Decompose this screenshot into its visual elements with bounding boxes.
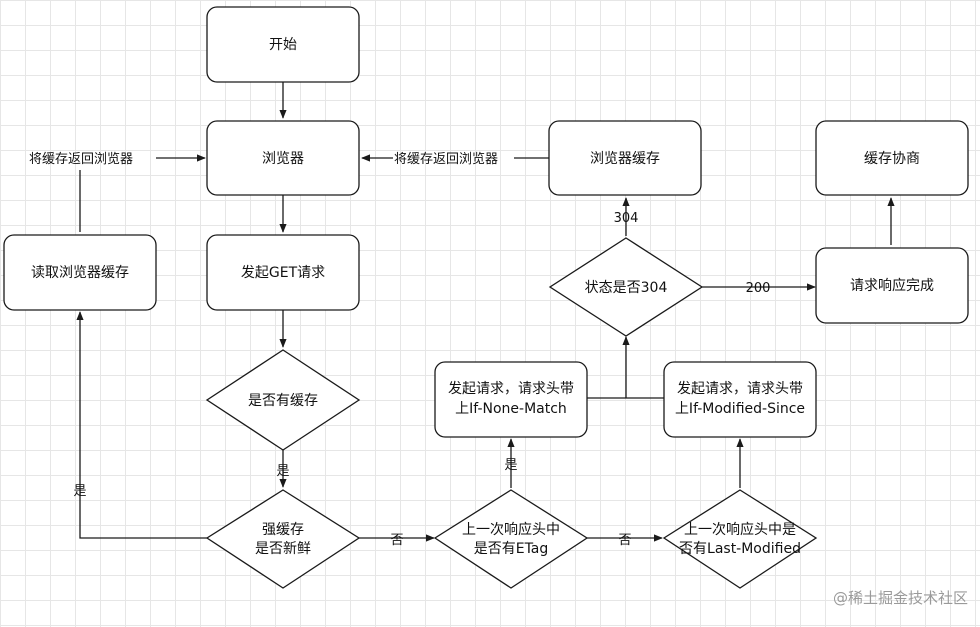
node-browser-cache-label: 浏览器缓存: [590, 151, 660, 167]
node-has-cache: 是否有缓存: [205, 349, 361, 451]
edge-label-hascache-yes: 是: [276, 464, 289, 479]
node-etag-question-line1: 上一次响应头中: [462, 521, 560, 538]
node-req-inm-line1: 发起请求，请求头带: [448, 381, 574, 397]
edge-label-200: 200: [746, 281, 771, 296]
node-read-cache: 读取浏览器缓存: [3, 234, 157, 311]
node-has-cache-label: 是否有缓存: [248, 393, 318, 409]
edge-fresh-to-readcache: [76, 311, 207, 539]
edge-label-fresh-no: 否: [390, 533, 403, 548]
node-strong-fresh-line2: 是否新鲜: [255, 541, 311, 557]
edge-label-return-left: 将缓存返回浏览器: [29, 151, 133, 167]
node-start: 开始: [206, 6, 360, 83]
watermark: @稀土掘金技术社区: [833, 589, 968, 607]
node-req-inm-line2: 上If-None-Match: [455, 401, 567, 417]
node-etag-question: 上一次响应头中 是否有ETag: [433, 489, 589, 589]
node-read-cache-label: 读取浏览器缓存: [31, 264, 129, 281]
edge-labels: 将缓存返回浏览器 将缓存返回浏览器 是 是 否 是 否 304 200: [29, 151, 770, 548]
node-browser-cache: 浏览器缓存: [548, 120, 702, 196]
connectors: [76, 82, 895, 542]
node-status-304: 状态是否304: [548, 237, 704, 337]
node-response-done-label: 请求响应完成: [850, 277, 934, 294]
node-browser-label: 浏览器: [262, 151, 304, 167]
node-lm-question-line1: 上一次响应头中是: [684, 521, 796, 538]
node-req-ims-line2: 上If-Modified-Since: [675, 401, 805, 417]
edge-label-return-right: 将缓存返回浏览器: [394, 151, 498, 167]
node-negotiate: 缓存协商: [815, 120, 969, 196]
edge-label-fresh-yes: 是: [73, 484, 86, 499]
node-negotiate-label: 缓存协商: [864, 151, 920, 167]
node-send-get: 发起GET请求: [206, 234, 360, 311]
node-req-if-modified-since: 发起请求，请求头带 上If-Modified-Since: [663, 361, 817, 438]
node-response-done: 请求响应完成: [815, 247, 969, 324]
node-strong-fresh: 强缓存 是否新鲜: [205, 489, 361, 589]
node-req-if-none-match: 发起请求，请求头带 上If-None-Match: [434, 361, 588, 438]
node-status-304-label: 状态是否304: [585, 280, 668, 296]
edge-label-etag-yes: 是: [504, 458, 517, 473]
node-etag-question-line2: 是否有ETag: [474, 541, 549, 557]
edge-label-etag-no: 否: [618, 533, 631, 548]
node-strong-fresh-line1: 强缓存: [262, 522, 304, 538]
node-browser: 浏览器: [206, 120, 360, 196]
node-lm-question: 上一次响应头中是 否有Last-Modified: [662, 489, 818, 589]
edge-label-304: 304: [614, 211, 639, 226]
node-req-ims-line1: 发起请求，请求头带: [677, 381, 803, 397]
node-lm-question-line2: 否有Last-Modified: [679, 541, 801, 557]
node-start-label: 开始: [269, 37, 297, 53]
node-send-get-label: 发起GET请求: [241, 265, 325, 281]
